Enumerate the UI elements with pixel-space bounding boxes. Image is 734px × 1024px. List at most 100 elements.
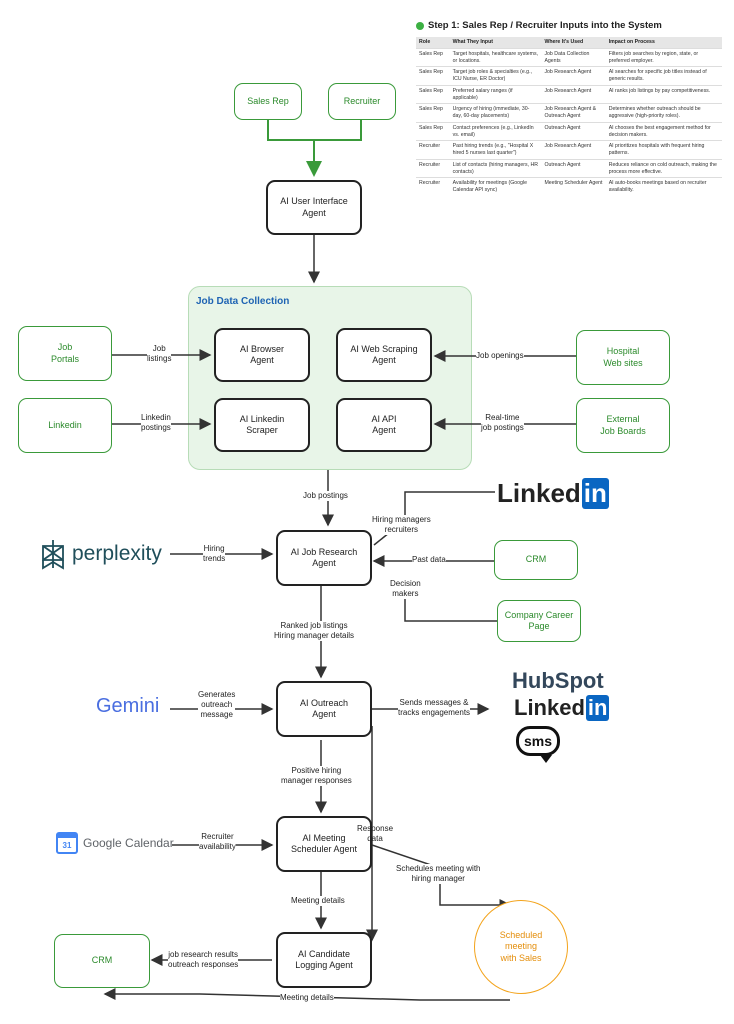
table-cell: Recruiter [416,177,450,196]
table-cell: AI searches for specific job titles inst… [605,66,722,86]
gemini-wordmark: Gemini [96,695,160,717]
linkedin-logo-connector [404,491,495,520]
inputs-table: Role What They Input Where It's Used Imp… [416,37,722,196]
sms-logo: sms [516,726,560,763]
table-cell: AI auto-books meetings based on recruite… [605,177,722,196]
linkedin-in-icon: in [581,478,609,509]
company-career-page-node: Company Career Page [497,600,581,642]
inputs-table-panel: Step 1: Sales Rep / Recruiter Inputs int… [416,20,722,196]
sales-rep-to-ui-connector [267,120,322,177]
recruiter-availability-label: Recruiter availability [199,832,236,852]
ai-user-interface-agent-node: AI User Interface Agent [266,180,362,235]
table-cell: Job Research Agent [541,66,606,86]
crm-top-node: CRM [494,540,578,580]
table-cell: Target hospitals, healthcare systems, or… [449,47,542,67]
table-cell: Sales Rep [416,103,450,123]
perplexity-wordmark: perplexity [72,542,162,565]
decision-makers-label: Decision makers [390,579,421,599]
scheduled-meeting-node: Scheduled meeting with Sales [474,900,568,994]
table-cell: Job Research Agent [541,84,606,104]
table-cell: Outreach Agent [541,158,606,178]
ai-job-research-agent-node: AI Job Research Agent [276,530,372,586]
positive-responses-label: Positive hiring manager responses [281,766,352,786]
recruiter-to-ui-connector [314,120,362,141]
table-cell: Recruiter [416,158,450,178]
ai-meeting-scheduler-agent-node: AI Meeting Scheduler Agent [276,816,372,872]
sms-bubble-tail [540,755,552,763]
ai-linkedin-scraper-node: AI Linkedin Scraper [214,398,310,452]
meeting-details-label: Meeting details [291,896,345,906]
hospital-web-sites-node: Hospital Web sites [576,330,670,385]
job-listings-label: Job listings [147,344,172,364]
table-cell: Determines whether outreach should be ag… [605,103,722,123]
job-portals-node: Job Portals [18,326,112,381]
google-calendar-logo: 31 Google Calendar [56,832,174,854]
sms-bubble-icon: sms [516,726,560,756]
ai-outreach-agent-node: AI Outreach Agent [276,681,372,737]
google-calendar-wordmark: Google Calendar [83,836,174,850]
table-cell: Availability for meetings (Google Calend… [449,177,542,196]
linkedin-source-node: Linkedin [18,398,112,453]
table-cell: Sales Rep [416,66,450,86]
table-header: Impact on Process [605,37,722,49]
meeting-details-return-label: Meeting details [280,993,334,1003]
sms-text: sms [523,733,553,749]
table-cell: Sales Rep [416,47,450,67]
table-cell: Sales Rep [416,121,450,141]
past-data-label: Past data [412,555,446,565]
table-cell: Job Research Agent [541,140,606,160]
green-dot-icon [416,21,424,30]
table-cell: AI prioritizes hospitals with frequent h… [605,140,722,160]
google-calendar-icon: 31 [56,832,78,854]
crm-bottom-node: CRM [54,934,150,988]
table-cell: Job Data Collection Agents [541,47,606,67]
table-header: Where It's Used [541,37,606,49]
table-header: Role [416,37,450,49]
table-header: What They Input [449,37,542,49]
table-header-row: Role What They Input Where It's Used Imp… [416,37,722,49]
perplexity-logo: perplexity [40,538,162,570]
table-cell: Job Research Agent & Outreach Agent [541,103,606,123]
table-cell: Target job roles & specialties (e.g., IC… [449,66,542,86]
job-openings-label: Job openings [476,351,524,361]
table-cell: Contact preferences (e.g., LinkedIn vs. … [449,121,542,141]
real-time-label: Real-time job postings [481,413,524,433]
external-job-boards-node: External Job Boards [576,398,670,453]
schedules-meeting-label: Schedules meeting with hiring manager [396,864,481,884]
perplexity-icon [42,540,64,570]
table-cell: Outreach Agent [541,121,606,141]
job-postings-label: Job postings [303,491,348,501]
ai-api-agent-node: AI API Agent [336,398,432,452]
generates-message-label: Generates outreach message [198,690,236,720]
table-cell: AI chooses the best engagement method fo… [605,121,722,141]
linkedin-in-icon: in [585,695,610,721]
table-cell: AI ranks job listings by pay competitive… [605,84,722,104]
table-cell: Filters job searches by region, state, o… [605,47,722,67]
scheduler-to-meeting-connector [371,844,512,911]
calendar-day-text: 31 [62,840,72,850]
linkedin-wordmark: Linked [514,695,585,720]
ranked-listings-label: Ranked job listings Hiring manager detai… [274,621,355,641]
linkedin-wordmark: Linked [497,478,581,508]
table-cell: Urgency of hiring (immediate, 30-day, 60… [449,103,542,123]
gemini-logo: Gemini [96,695,159,718]
hiring-trends-label: Hiring trends [203,544,226,564]
table-cell: Reduces reliance on cold outreach, makin… [605,158,722,178]
linkedin-postings-label: Linkedin postings [141,413,171,433]
table-cell: Recruiter [416,140,450,160]
table-cell: Meeting Scheduler Agent [541,177,606,196]
job-data-collection-title: Job Data Collection [196,296,290,307]
ai-web-scraping-agent-node: AI Web Scraping Agent [336,328,432,382]
career-page-connector [404,590,497,622]
table-cell: Sales Rep [416,84,450,104]
hubspot-logo: HubSpot [512,668,604,694]
